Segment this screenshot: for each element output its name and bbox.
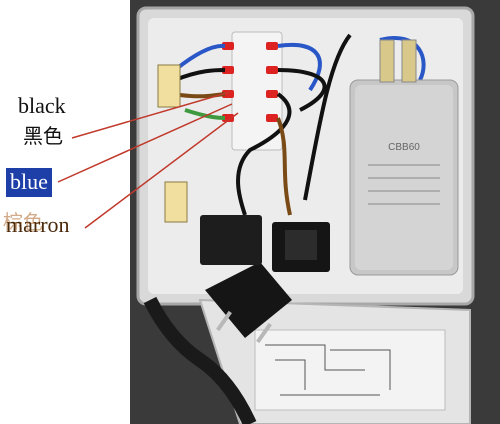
pointer-lines xyxy=(57,91,239,229)
capacitor-text: CBB60 xyxy=(388,142,420,153)
power-cable xyxy=(143,296,257,424)
label-marron-chinese: 棕色 xyxy=(3,210,43,234)
label-black: black xyxy=(18,93,66,118)
label-marron: marron xyxy=(6,212,70,237)
power-plug xyxy=(205,262,292,338)
ground-terminal-top xyxy=(157,64,181,108)
overload-switch xyxy=(200,215,262,265)
label-black-chinese: 黑色 xyxy=(23,124,63,148)
label-blue: blue xyxy=(6,168,52,197)
ground-terminal-bottom xyxy=(164,181,188,223)
